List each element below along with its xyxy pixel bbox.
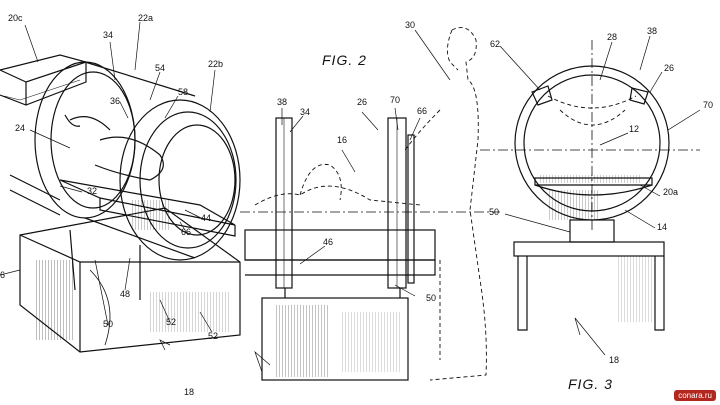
label-22a: 22a — [138, 13, 154, 23]
label-12: 12 — [629, 124, 640, 134]
fig-3-title: FIG. 3 — [568, 376, 613, 392]
label-28: 28 — [607, 32, 618, 42]
label-44: 44 — [201, 213, 212, 223]
label-70: 70 — [390, 95, 401, 105]
label-14: 14 — [657, 222, 668, 232]
label-66-fig2: 66 — [417, 106, 428, 116]
label-18-fig3: 18 — [609, 355, 620, 365]
label-24: 24 — [15, 123, 26, 133]
label-52-b: 52 — [208, 331, 219, 341]
label-18: 18 — [184, 387, 195, 397]
label-58: 58 — [178, 87, 189, 97]
label-52: 52 — [166, 317, 177, 327]
label-30: 30 — [405, 20, 416, 30]
label-6: 6 — [0, 270, 6, 280]
label-20a: 20a — [663, 187, 679, 197]
label-16: 16 — [337, 135, 348, 145]
label-48: 48 — [120, 289, 131, 299]
label-62: 62 — [490, 39, 501, 49]
label-50-fig3: 50 — [489, 207, 500, 217]
label-50: 50 — [103, 319, 114, 329]
label-20c: 20c — [8, 13, 23, 23]
label-46: 46 — [323, 237, 334, 247]
label-22b: 22b — [208, 59, 224, 69]
label-70-fig3: 70 — [703, 100, 714, 110]
label-26-fig3: 26 — [664, 63, 675, 73]
label-32: 32 — [87, 186, 98, 196]
watermark-badge: cоnara.ru — [674, 390, 716, 401]
label-50-fig2: 50 — [426, 293, 437, 303]
label-54: 54 — [155, 63, 166, 73]
label-38-fig3: 38 — [647, 26, 658, 36]
fig-2-title: FIG. 2 — [322, 52, 367, 68]
label-66: 66 — [181, 227, 192, 237]
label-38: 38 — [277, 97, 288, 107]
label-36: 36 — [110, 96, 121, 106]
label-34-fig2: 34 — [300, 107, 311, 117]
label-26: 26 — [357, 97, 368, 107]
label-34: 34 — [103, 30, 114, 40]
